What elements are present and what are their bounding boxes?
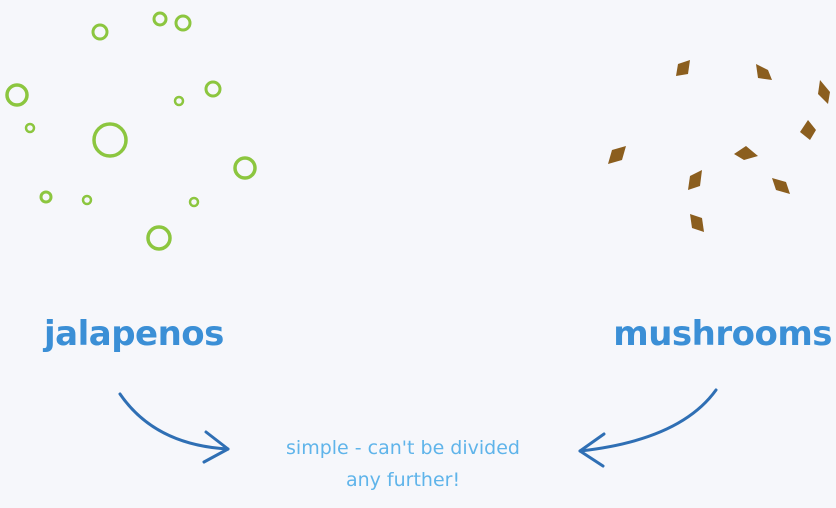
jalapeno-ring xyxy=(93,25,107,39)
mushroom-piece xyxy=(800,120,816,140)
caption-line-2: any further! xyxy=(238,464,568,496)
mushroom-piece xyxy=(772,178,790,194)
jalapeno-ring xyxy=(94,124,126,156)
right-arrow xyxy=(580,390,716,466)
caption: simple - can't be divided any further! xyxy=(238,432,568,496)
jalapeno-ring xyxy=(7,85,27,105)
jalapeno-ring xyxy=(154,13,166,25)
jalapeno-ring xyxy=(206,82,220,96)
mushroom-piece xyxy=(756,64,772,80)
mushroom-piece xyxy=(818,80,830,104)
mushrooms-label: mushrooms xyxy=(613,314,832,354)
jalapenos-label: jalapenos xyxy=(44,314,224,354)
mushroom-piece xyxy=(734,146,758,160)
mushroom-piece xyxy=(608,146,626,164)
mushroom-cluster xyxy=(608,60,830,232)
left-arrow xyxy=(120,394,228,462)
jalapeno-ring xyxy=(175,97,183,105)
jalapeno-cluster xyxy=(7,13,255,249)
mushroom-piece xyxy=(690,214,704,232)
jalapeno-ring xyxy=(83,196,91,204)
jalapeno-ring xyxy=(176,16,190,30)
jalapeno-ring xyxy=(190,198,198,206)
caption-line-1: simple - can't be divided xyxy=(238,432,568,464)
jalapeno-ring xyxy=(148,227,170,249)
mushroom-piece xyxy=(676,60,690,76)
jalapeno-ring xyxy=(235,158,255,178)
jalapeno-ring xyxy=(26,124,34,132)
mushroom-piece xyxy=(688,170,702,190)
jalapeno-ring xyxy=(41,192,51,202)
